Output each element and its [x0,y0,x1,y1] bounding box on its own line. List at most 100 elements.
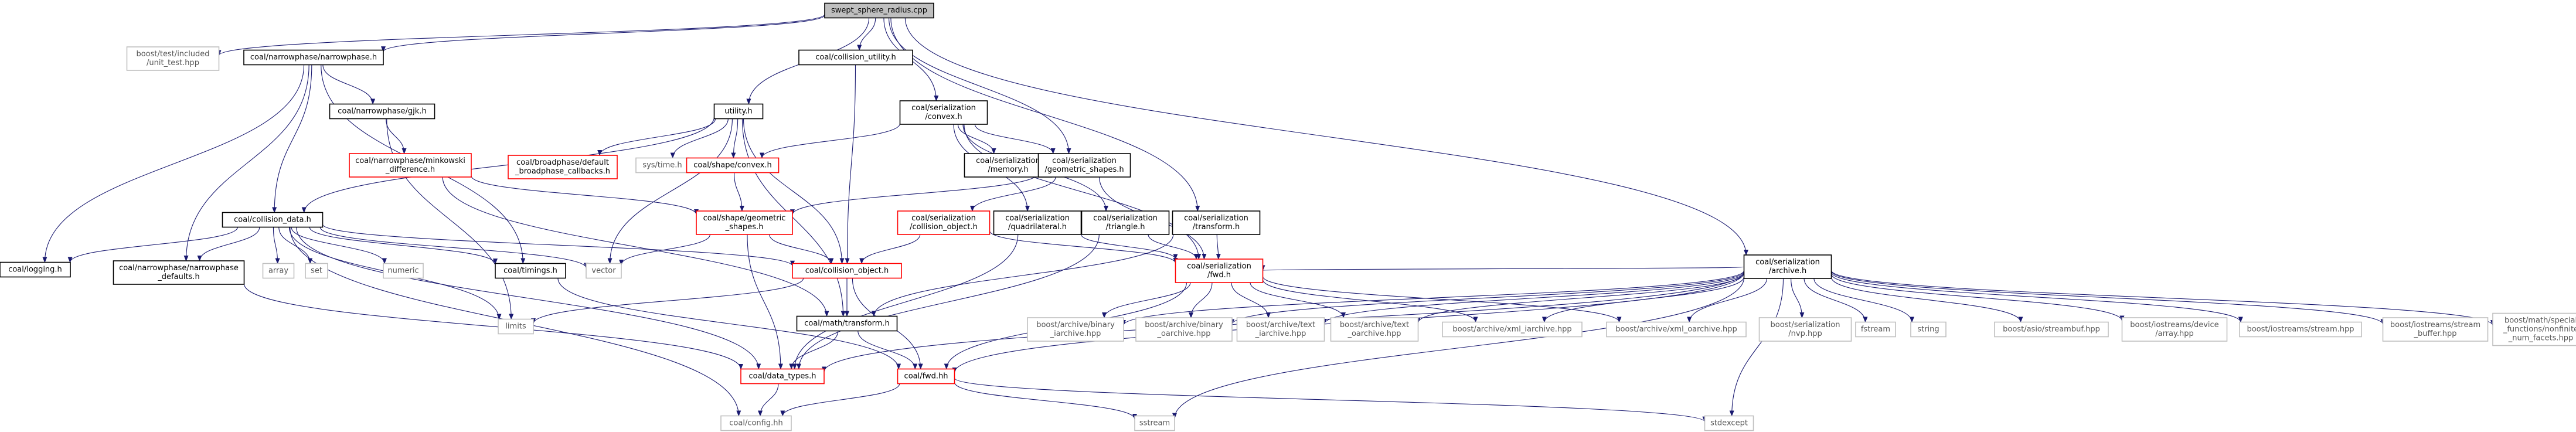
node-box [1175,258,1264,283]
node-broadphase-cb[interactable]: coal/broadphase/default_broadphase_callb… [508,155,618,179]
node-shape-geom[interactable]: coal/shape/geometric_shapes.h [696,210,793,235]
node-label: /quadrilateral.h [1008,223,1067,232]
node-label: boost/archive/xml_oarchive.hpp [1615,325,1737,334]
edge-ser-convex-to-shape-convex [760,123,901,159]
node-box [796,315,898,332]
node-binary-oarchive: boost/archive/binary_oarchive.hpp [1135,317,1233,342]
node-ser-convex[interactable]: coal/serialization/convex.h [899,100,988,125]
edge-ser-archive-to-stdexcept [1729,278,1784,417]
node-collision-utility[interactable]: coal/collision_utility.h [798,49,913,66]
node-label: coal/narrowphase/minkowski [355,157,465,165]
node-root[interactable]: swept_sphere_radius.cpp [824,2,934,19]
node-ser-quad[interactable]: coal/serialization/quadrilateral.h [993,210,1082,235]
node-box [329,103,435,120]
node-label: boost/archive/xml_iarchive.hpp [1452,325,1571,334]
node-label: coal/data_types.h [748,372,816,381]
node-label: boost/archive/text [1246,321,1315,329]
edge-ser-fwd-to-xml-oarchive [1262,276,1622,323]
node-label: _num_facets.hpp [2508,334,2574,343]
node-ser-archive[interactable]: coal/serialization/archive.h [1743,254,1832,279]
node-shape-convex[interactable]: coal/shape/convex.h [686,157,780,174]
node-utility[interactable]: utility.h [713,103,764,120]
edge-math-transform-to-data-types [789,331,839,370]
node-box [1910,321,1947,338]
node-label: boost/asio/streambuf.hpp [2003,325,2100,334]
node-box [2382,317,2489,342]
node-timings[interactable]: coal/timings.h [495,263,566,279]
node-box [635,157,689,174]
node-label: coal/serialization [911,214,976,223]
node-set: set [305,263,328,279]
node-label: _functions/nonfinite [2503,325,2576,334]
node-box [1172,210,1261,235]
node-box [1758,317,1852,342]
node-math-transform[interactable]: coal/math/transform.h [796,315,898,332]
node-label: /convex.h [925,113,962,121]
node-sstream: sstream [1134,415,1175,431]
node-text-oarchive: boost/archive/text_oarchive.hpp [1330,317,1419,342]
node-box [2492,312,2576,346]
node-ser-memory[interactable]: coal/serialization/memory.h [964,153,1053,178]
edge-ser-fwd-to-text-iarchive [1231,282,1271,318]
node-label: /collision_object.h [910,223,978,232]
node-gjk[interactable]: coal/narrowphase/gjk.h [329,103,435,120]
node-collision-object[interactable]: coal/collision_object.h [792,263,902,279]
node-np-defaults[interactable]: coal/narrowphase/narrowphase_defaults.h [113,260,245,285]
node-array: array [262,263,295,279]
edge-collision-data-to-numeric [291,227,387,264]
edge-shape-convex-to-shape-geom [734,172,744,212]
node-box [964,153,1053,178]
node-collision-data[interactable]: coal/collision_data.h [222,212,324,228]
edge-np-defaults-to-data-types [243,284,743,370]
edge-ser-triangle-to-ser-fwd [1148,234,1199,260]
edge-math-transform-to-fwd-hh [857,331,918,370]
node-box [1743,254,1832,279]
node-box [897,210,991,235]
node-label: limits [505,322,526,331]
edge-ser-quad-to-ser-fwd [1080,234,1178,260]
node-ser-collision-obj[interactable]: coal/serialization/collision_object.h [897,210,991,235]
edge-ser-archive-to-xml-oarchive [1687,278,1768,323]
node-ser-transform[interactable]: coal/serialization/transform.h [1172,210,1261,235]
edge-ser-archive-to-nonfinite [1830,270,2495,326]
node-box [1606,321,1747,338]
node-limits: limits [498,318,534,335]
node-label: sys/time.h [642,161,682,170]
edge-ser-fwd-to-binary-oarchive [1189,282,1213,318]
node-fwd-hh[interactable]: coal/fwd.hh [897,368,955,385]
node-box [2121,317,2228,342]
node-label: set [311,267,322,275]
node-systime: sys/time.h [635,157,689,174]
node-box [1134,415,1175,431]
node-label: boost/iostreams/stream.hpp [2247,325,2354,334]
node-label: _shapes.h [725,223,764,232]
node-label: sstream [1139,419,1170,428]
edge-narrowphase-to-gjk [322,64,376,105]
node-ser-fwd[interactable]: coal/serialization/fwd.h [1175,258,1264,283]
node-logging[interactable]: coal/logging.h [0,261,71,278]
node-box [349,153,472,178]
node-label: coal/serialization [1005,214,1070,223]
node-label: /nvp.hpp [1788,329,1822,338]
edge-fwd-hh-to-sstream [954,382,1137,420]
node-ser-triangle[interactable]: coal/serialization/triangle.h [1081,210,1170,235]
node-ser-geom[interactable]: coal/serialization/geometric_shapes.h [1037,153,1131,178]
node-box [1027,317,1124,342]
node-box [222,212,324,228]
node-box [2239,321,2362,338]
node-box [897,368,955,385]
node-label: boost/archive/text [1340,321,1409,329]
node-label: coal/serialization [911,104,976,113]
node-nvp: boost/serialization/nvp.hpp [1758,317,1852,342]
node-stream-buffer: boost/iostreams/stream_buffer.hpp [2382,317,2489,342]
node-data-types[interactable]: coal/data_types.h [740,368,825,385]
node-box [508,155,618,179]
node-label: fstream [1861,325,1890,334]
node-label: boost/serialization [1770,321,1840,329]
edge-shape-geom-to-data-types [747,234,783,370]
node-string: string [1910,321,1947,338]
node-minkowski[interactable]: coal/narrowphase/minkowski_difference.h [349,153,472,178]
edge-narrowphase-to-np-defaults [183,64,309,261]
node-narrowphase[interactable]: coal/narrowphase/narrowphase.h [243,49,384,66]
